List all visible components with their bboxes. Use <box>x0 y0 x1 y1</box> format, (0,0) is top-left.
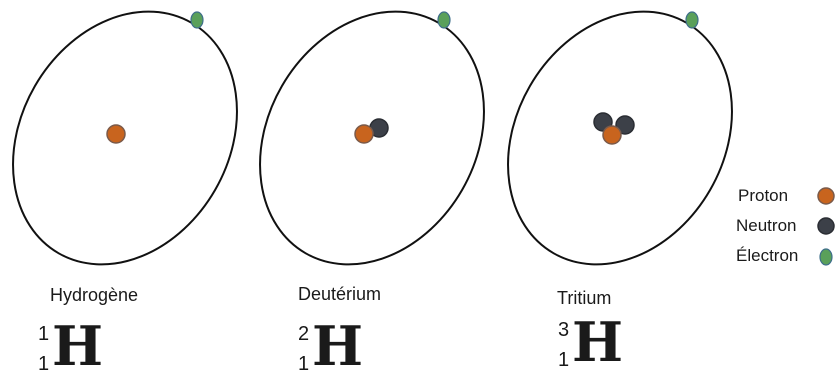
mass-number: 3 <box>558 319 570 341</box>
legend-electron-label: Électron <box>736 246 799 265</box>
orbit-hydrogen <box>12 10 238 266</box>
electron-hydrogen <box>190 11 204 29</box>
element-symbol: H <box>312 314 364 378</box>
mass-number: 1 <box>38 323 50 345</box>
legend-proton-label: Proton <box>738 186 789 205</box>
legend-neutron-label: Neutron <box>736 216 797 235</box>
proton-deuterium <box>354 124 374 144</box>
orbit-deuterium <box>259 10 485 266</box>
electron-tritium <box>685 11 699 29</box>
isotope-name-tritium: Tritium <box>557 288 612 308</box>
electron-deuterium <box>437 11 451 29</box>
nuclide-symbol-tritium: 3 1 H <box>558 312 678 378</box>
proton-tritium <box>602 125 622 145</box>
nuclide-symbol-deuterium: 2 1 H <box>298 316 418 382</box>
orbit-tritium <box>507 10 733 266</box>
element-symbol: H <box>572 310 624 374</box>
atomic-number: 1 <box>38 353 50 375</box>
isotope-name-hydrogen: Hydrogène <box>50 285 139 305</box>
neutron-tritium-2 <box>615 115 635 135</box>
atom-hydrogen <box>12 10 238 266</box>
mass-number: 2 <box>298 323 310 345</box>
legend-neutron-marker <box>817 217 835 235</box>
element-symbol: H <box>52 314 104 378</box>
nuclide-symbol-hydrogen: 1 1 H <box>38 316 158 382</box>
atom-deuterium <box>259 10 485 266</box>
legend-markers <box>817 187 835 266</box>
atomic-number: 1 <box>298 353 310 375</box>
atom-tritium <box>507 10 733 266</box>
legend-electron-marker <box>819 248 833 266</box>
atomic-number: 1 <box>558 349 570 371</box>
isotope-name-deuterium: Deutérium <box>298 284 382 304</box>
proton-hydrogen <box>106 124 126 144</box>
legend-proton-marker <box>817 187 835 205</box>
